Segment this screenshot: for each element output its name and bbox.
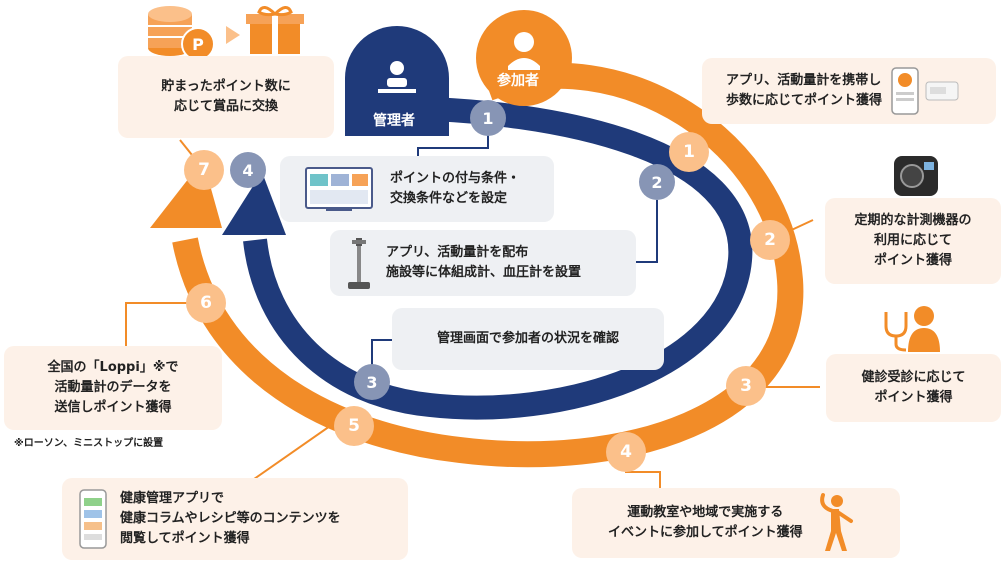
participant-step-6-line-3: 送信しポイント獲得 [54, 400, 172, 415]
participant-cycle-arrow [172, 62, 804, 468]
admin-desk-person-icon [345, 26, 449, 136]
admin-step-3-line-1: 管理画面で参加者の状況を確認 [436, 331, 619, 346]
body-scale-icon [348, 238, 370, 289]
participant-step-6-box: 全国の「Loppi」※で 活動量計のデータを 送信しポイント獲得 [4, 346, 222, 430]
admin-step-2-box: アプリ、活動量計を配布 施設等に体組成計、血圧計を設置 [330, 230, 636, 296]
admin-step-1-line-2: 交換条件などを設定 [390, 191, 508, 206]
participant-step-3-box: 健診受診に応じて ポイント獲得 [826, 354, 1001, 422]
smartphone-pedometer-icon [891, 67, 959, 115]
participant-step-2-badge: 2 [750, 220, 790, 260]
health-app-phone-icon [79, 489, 107, 549]
participant-person-icon [476, 10, 572, 106]
svg-text:P: P [192, 35, 204, 54]
participant-step-1-badge: 1 [669, 132, 709, 172]
admin-cycle-arrow [243, 96, 753, 420]
participant-step-4-line-2: イベントに参加してポイント獲得 [608, 525, 803, 540]
participant-step-5-badge: 5 [334, 406, 374, 446]
admin-step-2-line-2: 施設等に体組成計、血圧計を設置 [386, 265, 582, 280]
participant-step-7-badge: 7 [184, 150, 224, 190]
participant-step-2-line-2: 利用に応じて [873, 233, 952, 248]
coins-gift-icon: P [148, 6, 304, 61]
participant-step-4-box: 運動教室や地域で実施する イベントに参加してポイント獲得 [572, 488, 900, 558]
blood-pressure-monitor-icon [894, 156, 938, 196]
doctor-stethoscope-icon [884, 306, 940, 352]
participant-step-1-line-2: 歩数に応じてポイント獲得 [726, 93, 883, 108]
participant-step-2-box: 定期的な計測機器の 利用に応じて ポイント獲得 [825, 198, 1001, 284]
participant-step-5-line-3: 閲覧してポイント獲得 [120, 531, 250, 546]
participant-step-7-line-1: 貯まったポイント数に [161, 79, 291, 94]
participant-step-7-box: 貯まったポイント数に 応じて賞品に交換 [118, 56, 334, 138]
footnote: ※ローソン、ミニストップに設置 [14, 438, 164, 449]
participant-step-1-line-1: アプリ、活動量計を携帯し [726, 73, 882, 88]
admin-step-1-box: ポイントの付与条件・ 交換条件などを設定 [280, 156, 554, 222]
exercise-person-icon [819, 493, 853, 551]
admin-step-4-badge: 4 [230, 152, 266, 188]
participant-step-2-line-1: 定期的な計測機器の [854, 213, 972, 228]
participant-step-6-badge: 6 [186, 283, 226, 323]
participant-step-3-line-1: 健診受診に応じて [861, 370, 966, 385]
participant-step-1-box: アプリ、活動量計を携帯し 歩数に応じてポイント獲得 [702, 58, 996, 124]
admin-step-1-badge: 1 [470, 100, 506, 136]
admin-step-3-box: 管理画面で参加者の状況を確認 [392, 308, 664, 370]
participant-step-6-line-1: 全国の「Loppi」※で [47, 360, 179, 375]
participant-step-3-line-2: ポイント獲得 [874, 390, 953, 405]
participant-step-4-line-1: 運動教室や地域で実施する [627, 505, 784, 520]
dashboard-monitor-icon [305, 167, 373, 211]
participant-step-2-line-3: ポイント獲得 [873, 253, 952, 268]
admin-step-2-badge: 2 [639, 164, 675, 200]
arrow-right-icon [226, 26, 240, 44]
admin-step-2-line-1: アプリ、活動量計を配布 [386, 245, 529, 260]
admin-step-3-badge: 3 [354, 364, 390, 400]
admin-role-label: 管理者 [373, 113, 415, 129]
participant-step-5-line-1: 健康管理アプリで [120, 491, 225, 506]
participant-step-3-badge: 3 [726, 366, 766, 406]
participant-step-7-line-2: 応じて賞品に交換 [173, 99, 278, 114]
participant-step-5-box: 健康管理アプリで 健康コラムやレシピ等のコンテンツを 閲覧してポイント獲得 [62, 478, 408, 560]
participant-step-4-badge: 4 [606, 432, 646, 472]
participant-step-6-line-2: 活動量計のデータを [54, 380, 172, 395]
participant-role-label: 参加者 [497, 73, 539, 89]
participant-step-5-line-2: 健康コラムやレシピ等のコンテンツを [120, 511, 341, 526]
admin-step-1-line-1: ポイントの付与条件・ [390, 171, 521, 186]
admin-arrowhead [222, 172, 286, 235]
